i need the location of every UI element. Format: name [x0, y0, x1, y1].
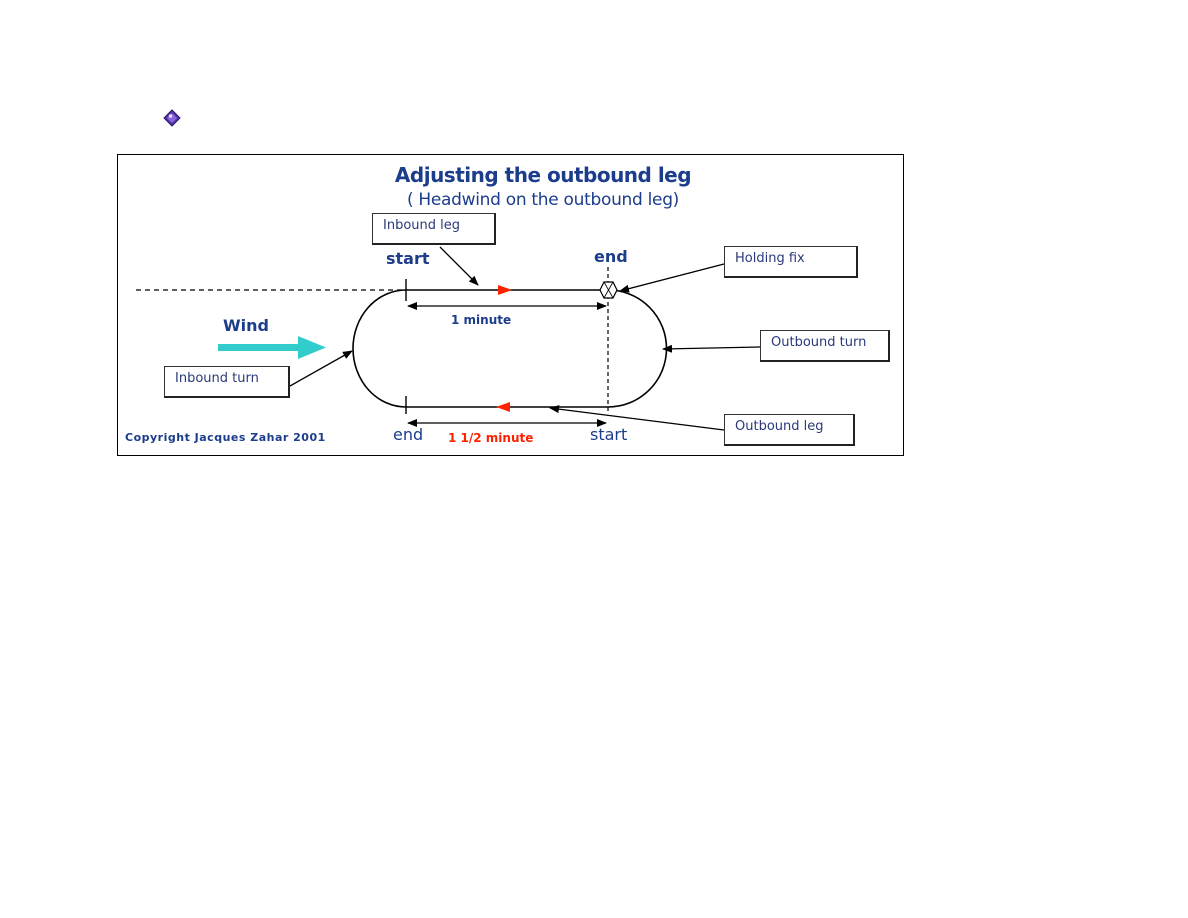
one-half-minute-label: 1 1/2 minute	[448, 431, 534, 445]
holding-fix-symbol	[599, 281, 618, 299]
holding-pattern-diagram	[136, 246, 761, 431]
inbound-turn-label: Inbound turn	[164, 366, 290, 398]
holding-pattern-figure: Adjusting the outbound leg ( Headwind on…	[117, 154, 904, 456]
bottom-end-label: end	[393, 425, 424, 444]
outbound-turn-label: Outbound turn	[760, 330, 890, 362]
top-start-label: start	[386, 249, 430, 268]
outbound-leg-label: Outbound leg	[724, 414, 855, 446]
bullet-diamond-icon	[163, 109, 181, 127]
outbound-leg-leader	[549, 405, 725, 431]
wind-arrow	[218, 336, 326, 359]
copyright-text: Copyright Jacques Zahar 2001	[125, 431, 326, 444]
wind-label: Wind	[223, 316, 269, 335]
holding-racetrack	[352, 289, 668, 408]
diagram-title: Adjusting the outbound leg	[394, 163, 692, 187]
top-end-label: end	[594, 247, 628, 266]
one-minute-label: 1 minute	[451, 313, 512, 327]
bottom-start-label: start	[590, 425, 628, 444]
diagram-subtitle: ( Headwind on the outbound leg)	[406, 190, 680, 210]
inbound-leg-leader	[439, 246, 479, 286]
outbound-turn-leader	[662, 344, 761, 353]
holding-fix-label: Holding fix	[724, 246, 858, 278]
inbound-direction-arrow	[498, 285, 512, 295]
inbound-turn-leader	[289, 350, 353, 387]
inbound-leg-label: Inbound leg	[372, 213, 496, 245]
holding-fix-leader	[619, 263, 725, 293]
outbound-direction-arrow	[496, 402, 510, 412]
